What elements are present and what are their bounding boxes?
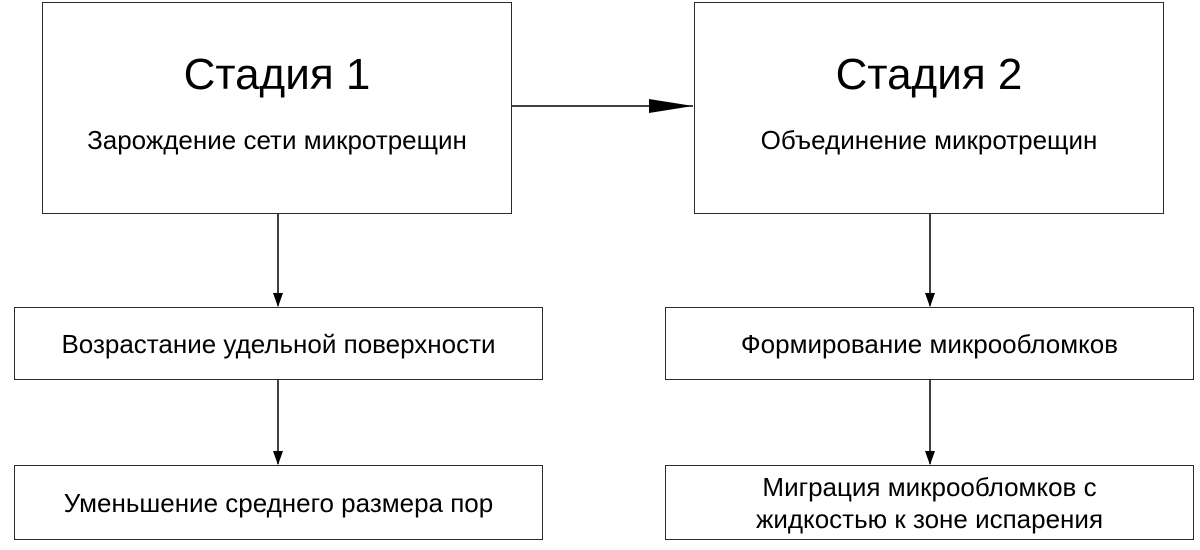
stage-2-box: Стадия 2 Объединение микротрещин bbox=[694, 2, 1164, 214]
fragment-migration-label: Миграция микрообломков с жидкостью к зон… bbox=[755, 471, 1104, 534]
fragment-migration-box: Миграция микрообломков с жидкостью к зон… bbox=[665, 465, 1194, 540]
pore-size-decrease-label: Уменьшение среднего размера пор bbox=[63, 487, 494, 518]
stage-1-subtitle: Зарождение сети микротрещин bbox=[87, 125, 467, 155]
surface-increase-box: Возрастание удельной поверхности bbox=[14, 307, 543, 380]
stage-1-box: Стадия 1 Зарождение сети микротрещин bbox=[42, 2, 512, 214]
fragment-formation-label: Формирование микрообломков bbox=[740, 328, 1119, 359]
surface-increase-label: Возрастание удельной поверхности bbox=[61, 328, 496, 359]
stage-2-subtitle: Объединение микротрещин bbox=[760, 125, 1098, 155]
pore-size-decrease-box: Уменьшение среднего размера пор bbox=[14, 465, 543, 540]
stage-2-title: Стадия 2 bbox=[835, 50, 1023, 99]
stage-1-title: Стадия 1 bbox=[183, 50, 371, 99]
fragment-formation-box: Формирование микрообломков bbox=[665, 307, 1194, 380]
